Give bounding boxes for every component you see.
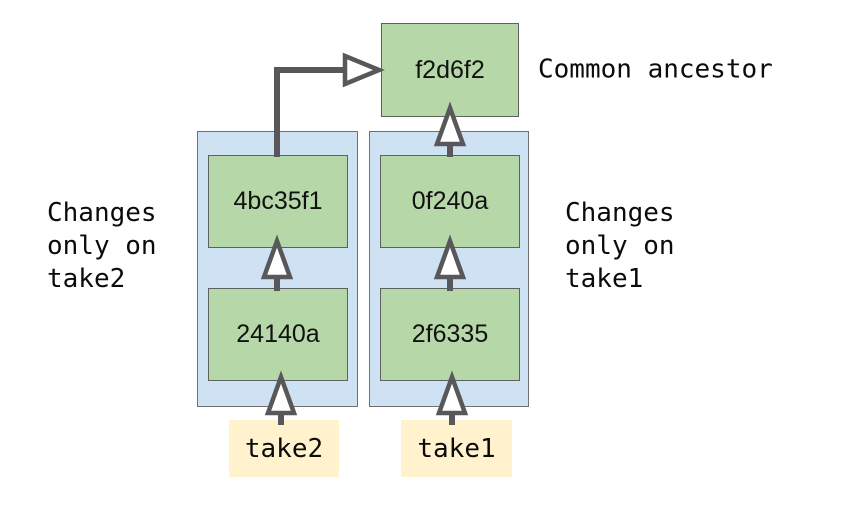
commit-hash: f2d6f2: [415, 55, 485, 84]
commit-box-take1-bottom: 2f6335: [380, 288, 520, 381]
commit-hash: 2f6335: [411, 320, 489, 348]
commit-box-take1-top: 0f240a: [380, 155, 520, 248]
branch-label-take2: take2: [229, 420, 339, 477]
commit-hash: 4bc35f1: [233, 187, 323, 215]
branch-label-take1: take1: [401, 420, 512, 477]
commit-box-take2-top: 4bc35f1: [208, 155, 348, 248]
caption-changes-take1: Changes only on take1: [565, 198, 675, 294]
commit-box-common-ancestor: f2d6f2: [381, 23, 519, 117]
branch-name: take1: [417, 433, 496, 464]
commit-hash: 0f240a: [411, 187, 489, 215]
branch-lane-take2: 4bc35f1 24140a: [197, 131, 358, 407]
branch-lane-take1: 0f240a 2f6335: [369, 131, 529, 407]
caption-changes-take2: Changes only on take2: [47, 198, 157, 294]
arrowhead-right-icon: [342, 52, 385, 88]
commit-hash: 24140a: [236, 320, 320, 348]
branch-name: take2: [244, 433, 324, 464]
commit-box-take2-bottom: 24140a: [208, 288, 348, 381]
common-ancestor-annotation: Common ancestor: [538, 54, 773, 85]
